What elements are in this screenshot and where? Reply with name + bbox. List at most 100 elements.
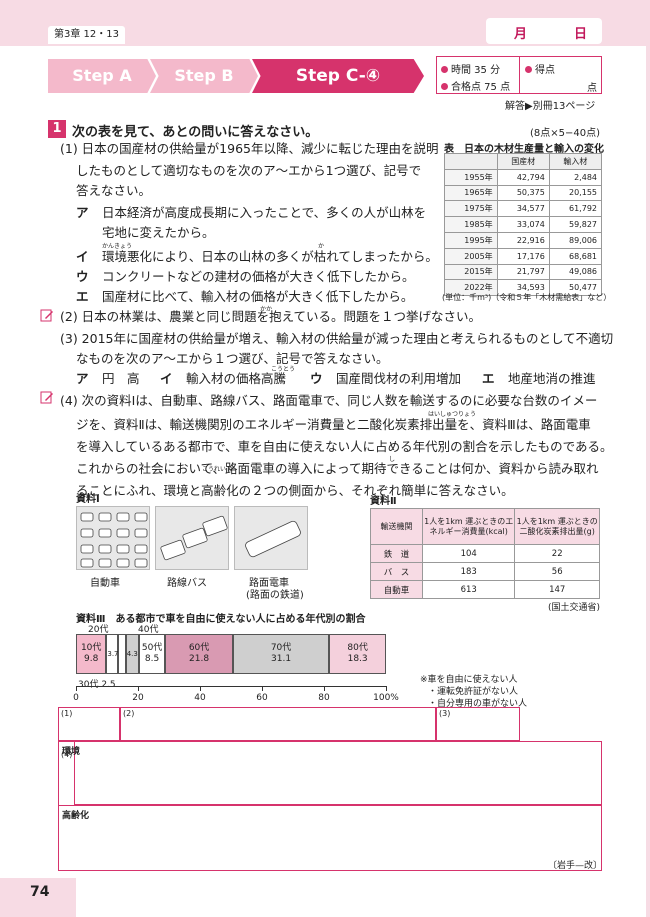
answer-box-aging[interactable] (58, 805, 602, 871)
footer-band (0, 878, 76, 917)
answer-box-1[interactable] (58, 707, 120, 741)
tick-mark (76, 686, 77, 691)
bar-label-value: 4.3 (126, 649, 138, 658)
page-number: 74 (30, 884, 50, 900)
tram-illustration (234, 506, 308, 570)
note-pencil-icon (40, 309, 53, 322)
bar-label-category: 50代 (141, 643, 163, 653)
time-limit: 時間 35 分 (441, 61, 500, 76)
ruby-haishutsu: はいしゅつりょう (428, 411, 477, 418)
caption-cars: 自動車 (90, 578, 120, 589)
tick-mark (138, 686, 139, 691)
wood-table-note: (単位：千m³)（令和５年「木材需給表」など） (442, 293, 612, 302)
tick-label: 80 (318, 693, 330, 703)
q3-choice-a: ア円 高 (76, 371, 140, 386)
bar-label-value: 18.3 (347, 654, 368, 664)
tick-label: 60 (256, 693, 268, 703)
q3-line-2: なものを次のア〜エから１つ選び、記号で答えなさい。 (76, 351, 389, 366)
tick-mark (262, 686, 263, 691)
bar-label-category: 70代 (270, 643, 292, 653)
answer-box-environment[interactable] (74, 741, 602, 805)
tick-label: 40 (194, 693, 206, 703)
ruby-koureika: こうれい か (202, 466, 234, 473)
chapter-tab: 第3章 12・13 (48, 26, 125, 44)
q1-choice-a-cont: 宅地に変えたから。 (102, 225, 215, 240)
bar-label-category: 80代 (347, 643, 368, 653)
tick-label: 0 (73, 693, 79, 703)
date-box: 月 日 (486, 18, 602, 44)
caption-bus: 路線バス (167, 578, 207, 589)
caption-tram: 路面電車 (249, 578, 289, 589)
answer-label-2: (2) (123, 709, 135, 718)
material-1-title: 資料Ⅰ (76, 494, 100, 505)
page-stripe (646, 46, 650, 917)
caption-tram-sub: (路面の鉄道) (246, 590, 304, 601)
table-header-cell (444, 153, 498, 170)
table-header-cell: 輸入材 (548, 153, 603, 170)
table-header-cell: 1人を1km 運ぶときのエネルギー消費量(kcal) (421, 508, 516, 545)
question-title: 次の表を見て、あとの問いに答えなさい。 (72, 125, 319, 140)
answer-box-3[interactable] (436, 707, 520, 741)
info-divider (519, 57, 520, 93)
table-header-row: 輸送機関 1人を1km 運ぶときのエネルギー消費量(kcal) 1人を1km 運… (370, 508, 600, 545)
bar-label-value: 3.7 (107, 649, 119, 658)
passing-score: 合格点 75 点 (441, 78, 510, 93)
dot-icon (441, 66, 448, 73)
ruby-kankyou: かんきょう (102, 243, 133, 250)
age-bar-chart (0, 0, 1, 1)
ruby-kakaete: かか (260, 306, 273, 313)
note-pencil-icon (40, 391, 53, 404)
info-box: 時間 35 分 合格点 75 点 得点 点 (436, 56, 602, 94)
label-20s: 20代 (88, 625, 109, 635)
q1-line-1: (1) 日本の国産材の供給量が1965年以降、減少に転じた理由を説明 (60, 141, 439, 156)
bar-label-value: 21.8 (189, 654, 210, 664)
q1-choice-a: ア日本経済が高度成長期に入ったことで、多くの人が山林を (76, 205, 427, 220)
q3-line-1: (3) 2015年に国産材の供給量が増え、輸入材の供給量が減った理由と考えられる… (60, 331, 614, 346)
q3-choice-b: イ輸入材の価格高騰 (160, 371, 287, 386)
answer-reference: 解答▶別冊13ページ (505, 101, 596, 112)
step-c-tab: Step C-④ (252, 59, 424, 93)
q4-line-2: ジを、資料Ⅱは、輸送機関別のエネルギー消費量と二酸化炭素排出量を、資料Ⅲは、路面… (76, 417, 591, 432)
bar-label-category: 10代 (80, 643, 102, 653)
q1-choice-d: エ国産材に比べて、輸入材の価格が大きく低下したから。 (76, 289, 414, 304)
q1-line-3: 答えなさい。 (76, 183, 152, 198)
energy-table: 輸送機関 1人を1km 運ぶときのエネルギー消費量(kcal) 1人を1km 運… (370, 508, 600, 599)
day-label: 日 (574, 27, 588, 42)
step-a-tab: Step A (48, 59, 156, 93)
table-header-cell: 国産材 (496, 153, 550, 170)
q4-line-5: ることにふれ、環境と高齢化の２つの側面から、それぞれ簡単に答えなさい。 (76, 483, 514, 498)
q2-text: (2) 日本の林業は、農業と同じ問題を抱えている。問題を１つ挙げなさい。 (60, 309, 482, 324)
tick-mark (324, 686, 325, 691)
bar-label-value: 8.5 (144, 654, 160, 664)
label-30s: 30代 2.5 (78, 680, 116, 690)
question-number: 1 (48, 120, 66, 138)
bar-label-value: 9.8 (84, 654, 99, 664)
month-label: 月 (514, 27, 528, 42)
score-label: 得点 (525, 61, 555, 76)
ruby-shimeru: し (389, 456, 396, 463)
cars-illustration (76, 506, 150, 570)
buses-illustration (155, 506, 229, 570)
material-2-source: (国土交通省) (548, 603, 601, 613)
answer-box-2[interactable] (120, 707, 436, 741)
q1-choice-c: ウコンクリートなどの建材の価格が大きく低下したから。 (76, 269, 415, 284)
material-3-note-2: ・運転免許証がない人 (428, 687, 519, 697)
ruby-koutou: こうとう (271, 366, 296, 373)
q3-choice-c: ウ国産間伐材の利用増加 (310, 371, 462, 386)
dot-icon (441, 83, 448, 90)
wood-table-title: 表 日本の木材生産量と輸入の変化 (444, 144, 604, 155)
label-40s: 40代 (138, 625, 159, 635)
bar-segment-20代: 3.7 (106, 634, 119, 674)
